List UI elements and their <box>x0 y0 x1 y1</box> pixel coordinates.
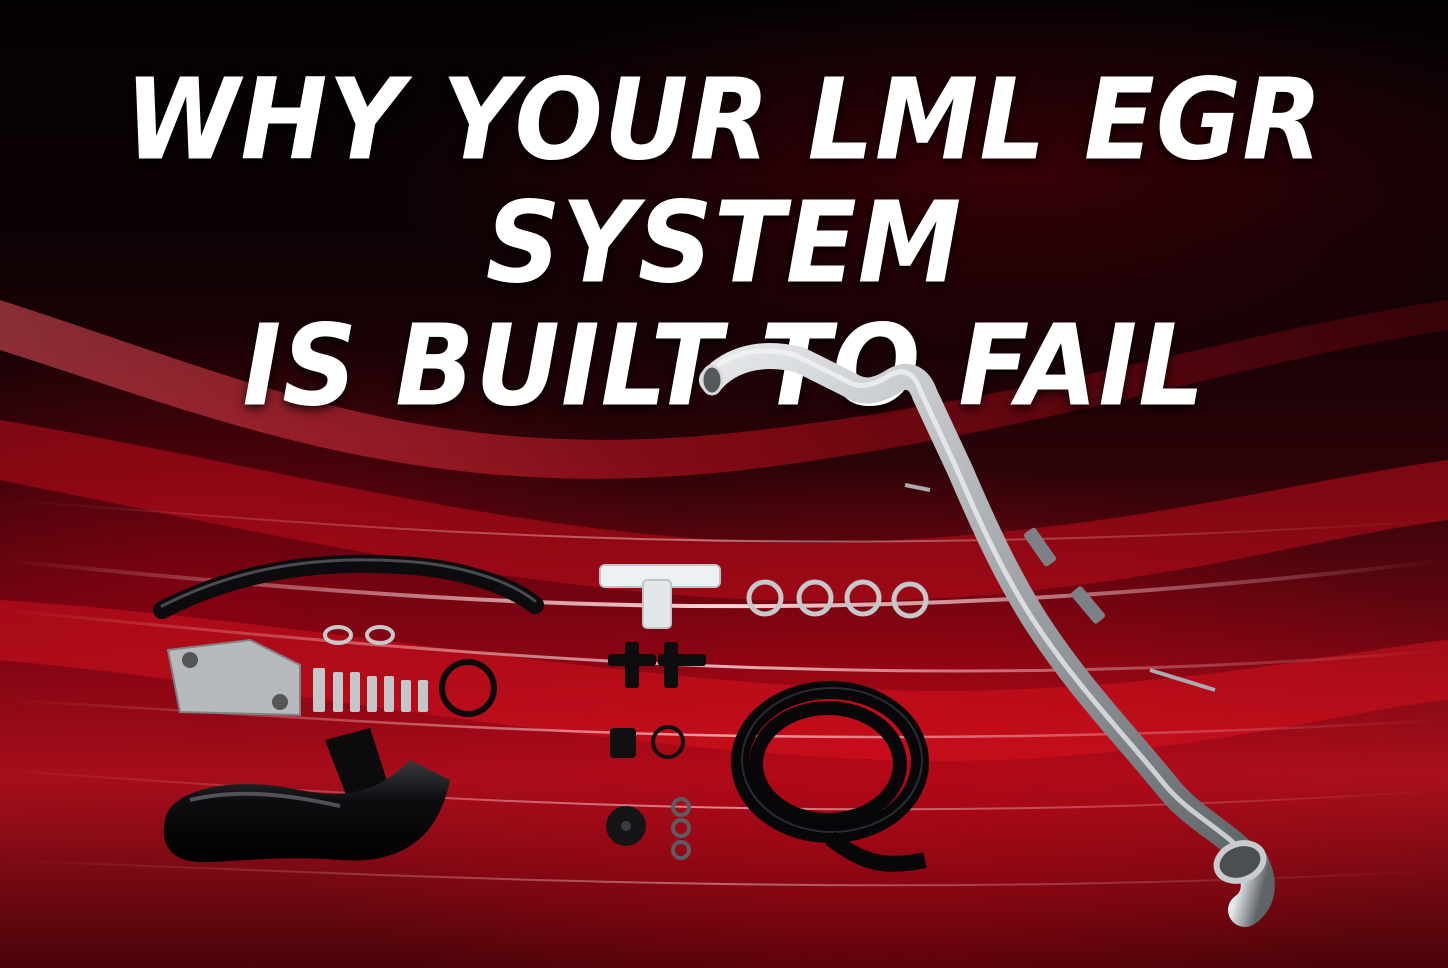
headline: WHY YOUR LML EGR SYSTEM IS BUILT TO FAIL <box>0 58 1448 427</box>
hose-clamps <box>746 579 929 619</box>
rubber-grommet <box>606 725 685 846</box>
swoosh-band-middle <box>0 420 1448 602</box>
barbed-fittings <box>608 642 706 688</box>
rubber-hose <box>153 554 544 619</box>
o-ring <box>439 659 497 717</box>
headline-line-1: WHY YOUR LML EGR SYSTEM <box>124 53 1324 309</box>
swoosh-band-upper <box>0 300 1448 479</box>
light-streak <box>0 499 1448 543</box>
hose-clamps <box>323 625 395 645</box>
swoosh-band-lower <box>0 600 1448 761</box>
exhaust-downpipe <box>699 343 1275 927</box>
light-streak <box>0 859 1448 887</box>
light-streak <box>0 558 1448 609</box>
coolant-hose-coil <box>731 681 929 872</box>
washers <box>671 797 691 860</box>
tee-fitting <box>599 564 721 629</box>
intake-elbow <box>163 728 450 863</box>
block-off-plate <box>166 638 301 717</box>
light-streak <box>0 698 1448 739</box>
bolts <box>313 668 428 712</box>
